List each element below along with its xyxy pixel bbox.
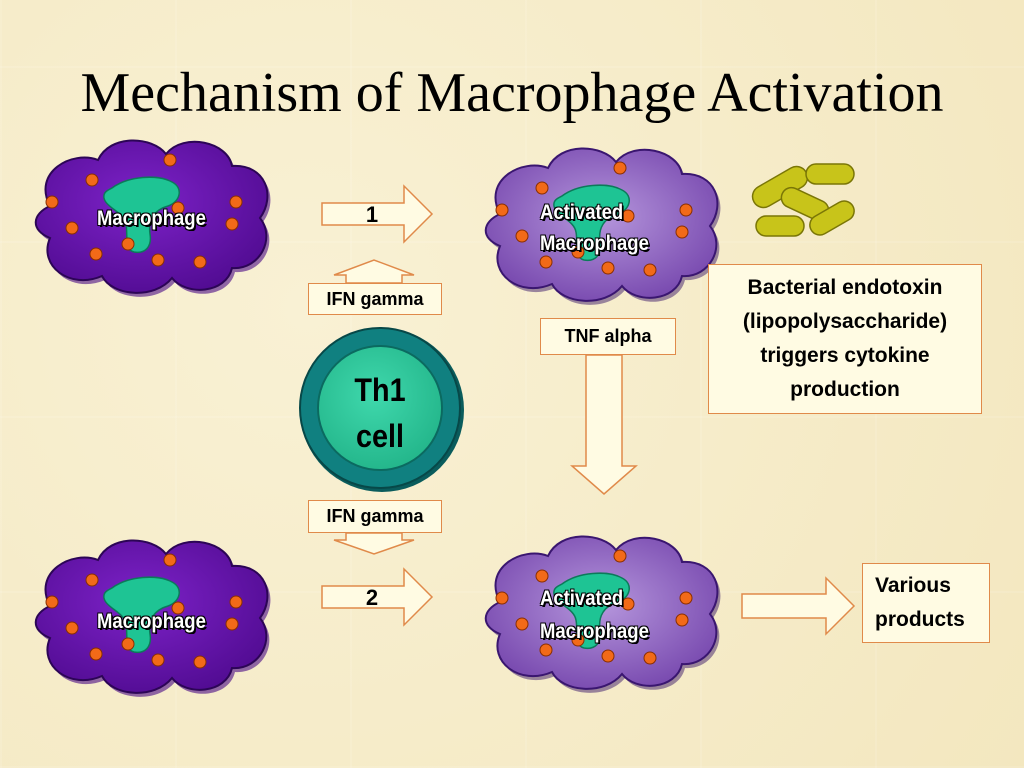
endotoxin-line-1: Bacterial endotoxin xyxy=(747,276,943,299)
arrow-down-ifn xyxy=(333,532,415,555)
tnf-alpha-label: TNF alpha xyxy=(564,326,652,346)
endotoxin-line-4: production xyxy=(790,378,900,401)
tnf-alpha-box: TNF alpha xyxy=(540,318,676,355)
arrow-step2 xyxy=(321,567,434,627)
endotoxin-line-2: (lipopolysaccharide) xyxy=(742,310,948,333)
activated-bottom-label-2: Macrophage xyxy=(540,620,649,643)
endotoxin-note: Bacterial endotoxin (lipopolysaccharide)… xyxy=(708,264,982,414)
activated-top-label-2: Macrophage xyxy=(540,232,649,255)
slide-title: Mechanism of Macrophage Activation xyxy=(80,62,944,124)
activated-bottom-label-1: Activated xyxy=(540,587,624,610)
arrow-step1 xyxy=(321,184,434,244)
activated-macrophage-top xyxy=(484,147,721,305)
bacteria-icon xyxy=(751,163,855,237)
products-note: Various products xyxy=(862,563,990,643)
step2-label: 2 xyxy=(365,585,379,610)
activated-macrophage-bottom xyxy=(484,535,721,693)
arrow-tnf-down xyxy=(570,354,638,495)
th1-cell xyxy=(299,327,464,492)
activated-top-label-1: Activated xyxy=(540,201,624,224)
ifn-gamma-top-box: IFN gamma xyxy=(308,283,442,315)
ifn-gamma-top-label: IFN gamma xyxy=(326,288,424,309)
th1-label-line1: Th1 xyxy=(354,372,406,408)
arrow-up-ifn xyxy=(333,259,415,284)
endotoxin-line-3: triggers cytokine xyxy=(760,344,930,367)
macrophage-bottom-label: Macrophage xyxy=(97,610,206,633)
step1-label: 1 xyxy=(365,202,379,227)
ifn-gamma-bottom-label: IFN gamma xyxy=(326,506,424,526)
th1-label-line2: cell xyxy=(355,418,405,454)
products-line-2: products xyxy=(875,608,965,631)
macrophage-top-label: Macrophage xyxy=(97,207,206,230)
products-line-1: Various xyxy=(875,574,951,597)
ifn-gamma-bottom-box: IFN gamma xyxy=(308,500,442,533)
arrow-products xyxy=(741,576,856,636)
